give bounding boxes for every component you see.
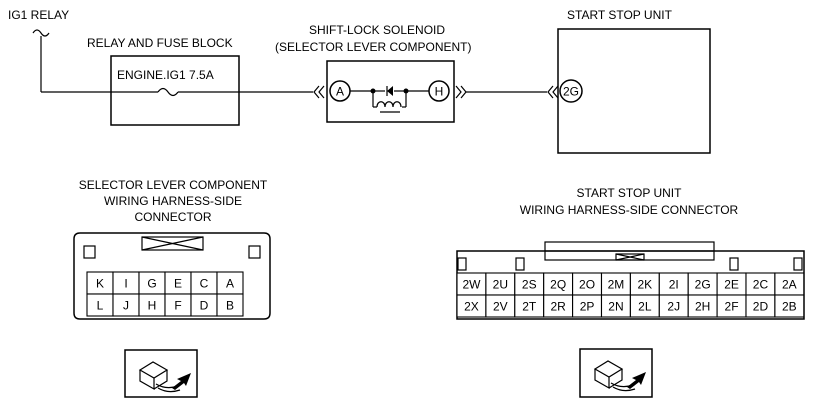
connector-chevron-icon <box>547 85 559 99</box>
ssu-pin-label: 2K <box>638 278 653 292</box>
ssu-latch-lock <box>615 253 645 261</box>
sel-conn-label-1: SELECTOR LEVER COMPONENT <box>79 178 268 192</box>
ac-source-icon <box>32 29 50 37</box>
coil-icon <box>372 91 407 113</box>
ssu-pin-label: 2V <box>493 300 508 314</box>
selector-pin-label: J <box>123 299 129 313</box>
ssu-pin-label: 2M <box>608 278 625 292</box>
ssu-pin-label: 2J <box>667 300 680 314</box>
ssu-pin-label: 2D <box>753 300 769 314</box>
ssu-pin-label: 2R <box>550 300 566 314</box>
start-stop-unit-box <box>557 28 711 154</box>
ssu-pin-label: 2F <box>725 300 739 314</box>
ssu-pin-label: 2A <box>782 278 797 292</box>
ssu-pin-cell <box>774 294 805 318</box>
relay-fuse-block <box>110 55 240 126</box>
connector-chevron-icon <box>313 85 325 99</box>
selector-pin-label: C <box>200 277 209 291</box>
ssu-pin-label: 2S <box>522 278 537 292</box>
ssu-pin-label: 2O <box>579 278 595 292</box>
ssu-pin-label: 2H <box>695 300 710 314</box>
terminal-2g <box>559 79 583 103</box>
ssu-pin-label: 2T <box>522 300 537 314</box>
relay-fuse-block-label: RELAY AND FUSE BLOCK <box>87 36 233 50</box>
ssu-housing-tab-mid-left <box>515 257 525 271</box>
sel-conn-label-2: WIRING HARNESS-SIDE <box>104 194 242 208</box>
ssu-pin-label: 2B <box>782 300 797 314</box>
ssu-pin-label: 2E <box>724 278 739 292</box>
ssu-housing-tab-left <box>457 257 467 271</box>
housing-latch <box>141 236 204 251</box>
ssu-housing-tab-mid-right <box>729 257 739 271</box>
connector-chevron-icon <box>455 85 467 99</box>
housing-tab-right <box>248 245 261 259</box>
selector-pin-label: H <box>148 299 157 313</box>
ssu-conn-label-2: WIRING HARNESS-SIDE CONNECTOR <box>520 203 739 217</box>
ssu-pin-label: 2N <box>608 300 623 314</box>
ssu-conn-label-1: START STOP UNIT <box>577 186 683 200</box>
latch-cross-icon <box>141 236 204 251</box>
housing-tab-left <box>83 245 96 259</box>
selector-pin-label: I <box>124 277 127 291</box>
selector-pin-label: G <box>147 277 156 291</box>
selector-pin-label: F <box>174 299 181 313</box>
ssu-pin-label: 2W <box>462 278 481 292</box>
ssu-latch-cross-icon <box>615 253 645 261</box>
solenoid-label-1: SHIFT-LOCK SOLENOID <box>309 23 445 37</box>
terminal-h-label: H <box>435 85 444 99</box>
ssu-pin-label: 2Q <box>550 278 566 292</box>
fuse-label: ENGINE.IG1 7.5A <box>117 68 214 82</box>
ssu-housing-tab-right <box>793 257 803 271</box>
ssu-pin-label: 2C <box>753 278 769 292</box>
ssu-pin-label: 2G <box>695 278 711 292</box>
connector-view-icon <box>124 349 198 398</box>
ssu-pin-label: 2I <box>669 278 679 292</box>
terminal-a-label: A <box>336 85 344 99</box>
ssu-pin-label: 2L <box>638 300 652 314</box>
ssu-pin-label: 2U <box>493 278 508 292</box>
sel-conn-label-3: CONNECTOR <box>134 210 211 224</box>
selector-pin-label: D <box>200 299 209 313</box>
ssu-pin-label: 2X <box>464 300 479 314</box>
fuse-icon <box>157 87 179 97</box>
selector-pin-label: K <box>96 277 104 291</box>
selector-pin-label: L <box>97 299 104 313</box>
terminal-2g-label: 2G <box>563 85 579 99</box>
selector-pin-grid: K I G E C A L J H F D B <box>86 271 244 317</box>
selector-pin-label: E <box>174 277 182 291</box>
solenoid-label-2: (SELECTOR LEVER COMPONENT) <box>275 40 471 54</box>
ig1-relay-label: IG1 RELAY <box>8 8 69 22</box>
selector-pin-cell <box>216 293 244 317</box>
ssu-pin-grid: 2W 2U 2S 2Q 2O 2M 2K 2I 2G 2E 2C 2A 2X 2V 2T 2R 2P 2N 2L 2J… <box>456 272 805 318</box>
selector-pin-label: B <box>226 299 234 313</box>
connector-view-icon <box>579 348 653 398</box>
ssu-pin-label: 2P <box>580 300 595 314</box>
selector-pin-label: A <box>226 277 234 291</box>
start-stop-unit-label: START STOP UNIT <box>567 8 673 22</box>
